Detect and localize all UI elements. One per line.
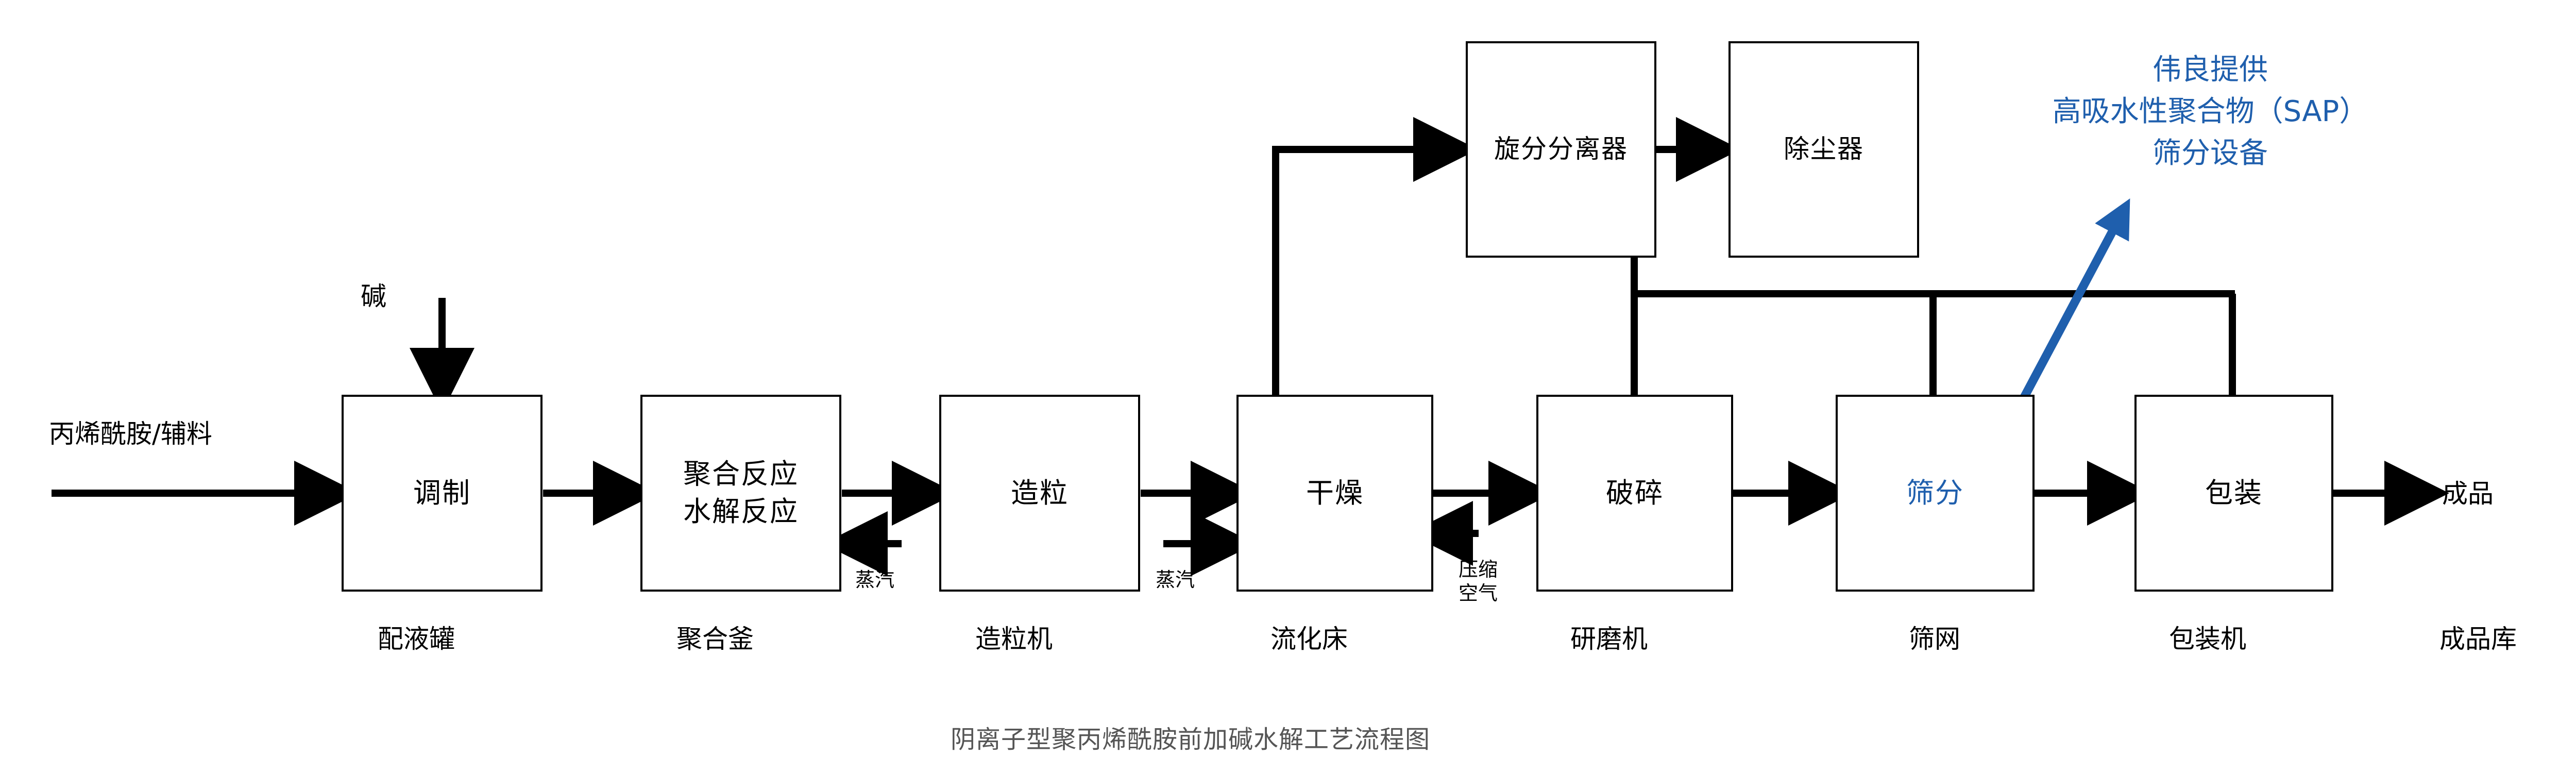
unit-box-dust[interactable]: 除尘器 [1728, 41, 1919, 258]
unit-label-cyclone: 旋分分离器 [1494, 134, 1628, 164]
equipment-label-baozhuang: 包装机 [2169, 624, 2246, 654]
duct-ganzao-to-cyclone [1272, 117, 1478, 395]
utility-label-compressed-air: 压缩 空气 [1456, 558, 1500, 605]
equipment-label-tiaozhi: 配液罐 [378, 624, 455, 654]
annotation-line-2: 高吸水性聚合物（SAP） [2052, 95, 2368, 129]
stream-label-feed: 丙烯酰胺/辅料 [49, 419, 212, 449]
equipment-label-posui: 研磨机 [1570, 624, 1648, 654]
stream-label-alkali: 碱 [361, 281, 386, 311]
process-label-juhe-2: 水解反应 [683, 495, 799, 528]
utility-label-air-line1: 压缩 [1458, 558, 1498, 581]
utility-label-steam-2: 蒸汽 [1156, 568, 1195, 592]
utility-label-steam-1-line1: 蒸汽 [855, 568, 895, 591]
process-label-zaoli: 造粒 [1011, 476, 1069, 509]
annotation-line-3: 筛分设备 [2153, 137, 2268, 171]
process-box-juhe[interactable]: 聚合反应 水解反应 [640, 395, 841, 592]
process-label-posui: 破碎 [1606, 476, 1664, 509]
equipment-label-zaoli: 造粒机 [975, 624, 1053, 654]
utility-label-steam-2-line1: 蒸汽 [1156, 568, 1195, 591]
utility-label-air-line2: 空气 [1458, 581, 1498, 604]
unit-box-cyclone[interactable]: 旋分分离器 [1466, 41, 1656, 258]
process-label-ganzao: 干燥 [1306, 476, 1364, 509]
process-box-shaifen[interactable]: 筛分 [1836, 395, 2035, 592]
annotation-callout: 伟良提供 高吸水性聚合物（SAP） 筛分设备 [1947, 49, 2473, 175]
diagram-caption: 阴离子型聚丙烯酰胺前加碱水解工艺流程图 [951, 725, 1431, 754]
process-box-baozhuang[interactable]: 包装 [2134, 395, 2333, 592]
process-label-baozhuang: 包装 [2205, 476, 2263, 509]
equipment-label-ganzao: 流化床 [1270, 624, 1348, 654]
process-label-juhe: 聚合反应 [683, 458, 799, 491]
stream-label-product: 成品 [2442, 479, 2494, 509]
equipment-label-product-store: 成品库 [2439, 624, 2517, 654]
equipment-label-juhe: 聚合釜 [676, 624, 754, 654]
process-label-shaifen: 筛分 [1906, 476, 1964, 509]
duct-bus-to-dust [1631, 290, 1716, 395]
process-box-tiaozhi[interactable]: 调制 [342, 395, 543, 592]
process-label-tiaozhi: 调制 [413, 476, 471, 509]
unit-label-dust: 除尘器 [1784, 134, 1864, 164]
annotation-line-1: 伟良提供 [2153, 53, 2268, 87]
utility-label-steam-1: 蒸汽 [855, 568, 894, 592]
process-box-ganzao[interactable]: 干燥 [1236, 395, 1433, 592]
equipment-label-shaifen: 筛网 [1909, 624, 1960, 654]
process-box-zaoli[interactable]: 造粒 [939, 395, 1140, 592]
process-box-posui[interactable]: 破碎 [1536, 395, 1733, 592]
